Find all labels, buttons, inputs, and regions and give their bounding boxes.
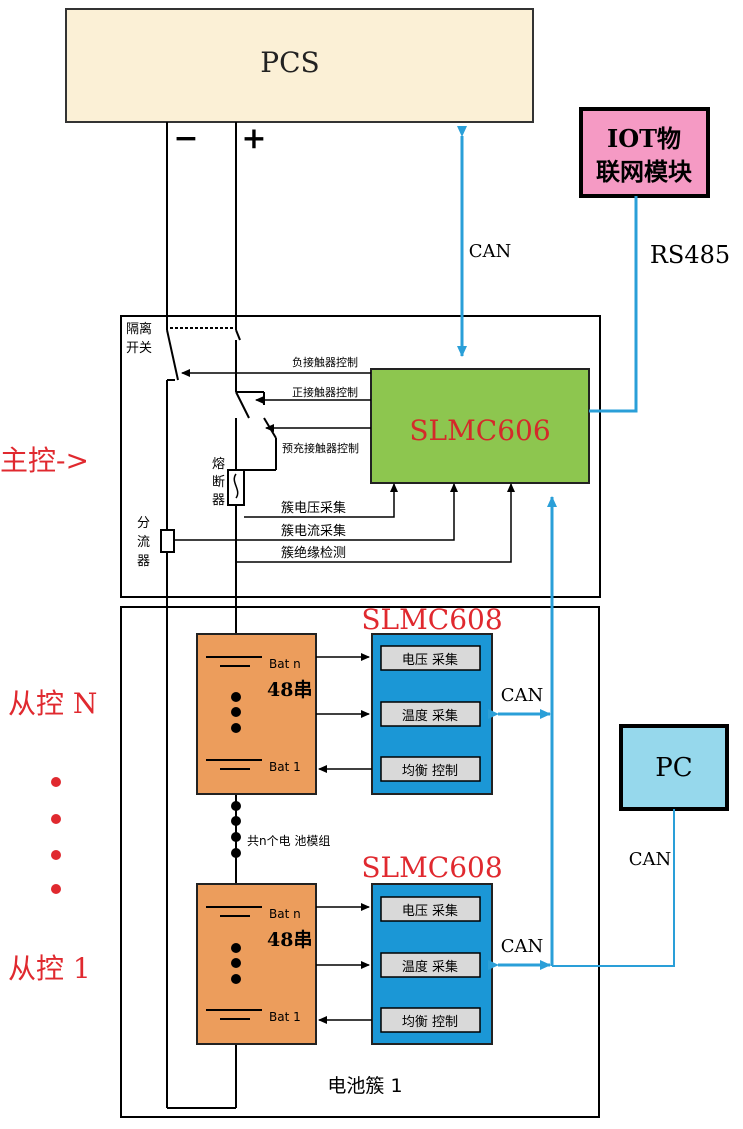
pcs-minus-terminal: − — [173, 121, 198, 156]
slave-n-cell-symbols — [206, 656, 262, 770]
pc-can-link — [552, 809, 675, 967]
pos-contactor-signal-label: 正接触器控制 — [292, 385, 358, 399]
modules-note: 共n个电 池模组 — [247, 834, 330, 848]
slave-n-temp-label: 温度 采集 — [402, 708, 458, 724]
slave-1-voltage-label: 电压 采集 — [402, 903, 458, 919]
contactor-control-lines — [181, 369, 371, 432]
pcs-plus-terminal: + — [241, 121, 266, 156]
slave-1-signal-arrows — [316, 903, 372, 1024]
pc-block: PC CAN — [552, 724, 729, 967]
slave-n-balance-label: 均衡 控制 — [402, 764, 458, 779]
master-control-box: 主控-> 隔离 开关 熔 断 器 分 流 器 — [0, 315, 601, 598]
slave-n-bat-bottom: Bat 1 — [269, 760, 301, 774]
voltage-sampling-label: 簇电压采集 — [281, 500, 346, 516]
slave-n-balance-block — [380, 756, 481, 782]
slave-1-can-label: CAN — [501, 936, 544, 957]
rs485-label: RS485 — [650, 241, 730, 269]
pcs-block: PCS − + — [65, 8, 534, 156]
slave-1-series: 48串 — [267, 929, 312, 951]
slave-1-dot-2 — [231, 958, 241, 968]
slave-1-dot-3 — [231, 974, 241, 984]
precharge-signal-label: 预充接触器控制 — [282, 441, 359, 455]
slave-n-voltage-label: 电压 采集 — [402, 652, 458, 668]
isolation-switch-label-1: 隔离 — [126, 321, 152, 337]
slave-1-controller-label: SLMC608 — [361, 851, 502, 884]
iot-label-line1: IOT物 — [607, 124, 681, 153]
pc-can-label: CAN — [629, 849, 672, 870]
pc-label: PC — [655, 753, 692, 783]
slave-1-side-label: 从控 1 — [8, 952, 91, 985]
slave-1-dot-1 — [231, 943, 241, 953]
insulation-detection-label: 簇绝缘检测 — [281, 545, 346, 561]
slave-1-temp-label: 温度 采集 — [402, 959, 458, 975]
pcs-label: PCS — [260, 46, 319, 79]
iot-module: IOT物 联网模块 RS485 — [579, 107, 730, 269]
slave-side-ellipsis — [51, 777, 61, 894]
shunt-label-1: 分 — [137, 516, 150, 531]
slave-n-series: 48串 — [267, 679, 312, 701]
slave-n-dot-1 — [231, 692, 241, 702]
module-ellipsis — [231, 801, 241, 858]
can-bus-pcs-master: CAN — [457, 126, 512, 357]
slave-1-battery-module — [196, 883, 317, 1045]
fuse-label-1: 熔 — [212, 457, 225, 472]
slave-1-voltage-block — [380, 896, 481, 922]
slave-n-can-label: CAN — [501, 685, 544, 706]
slave-n-bat-top: Bat n — [269, 657, 301, 671]
fuse-label-3: 器 — [212, 493, 225, 508]
cluster-label: 电池簇 1 — [327, 1075, 402, 1097]
fuse-label-2: 断 — [212, 475, 225, 490]
slmc606-label: SLMC606 — [409, 414, 550, 447]
master-side-label: 主控-> — [0, 444, 89, 477]
slave-n-group: 从控 N SLMC608 Bat n 48串 Bat 1 电压 采集 温度 采集… — [8, 603, 551, 795]
rs485-link — [589, 196, 638, 413]
slave-1-bat-top: Bat n — [269, 907, 301, 921]
slave-1-group: 从控 1 SLMC608 Bat n 48串 Bat 1 电压 采集 温度 采集… — [8, 851, 551, 1045]
slave-1-cell-symbols — [206, 906, 262, 1020]
shunt-label-3: 器 — [137, 554, 150, 569]
slmc606-controller — [370, 368, 590, 484]
sampling-lines — [174, 483, 515, 563]
slave-n-dot-3 — [231, 723, 241, 733]
isolation-switch — [166, 327, 241, 381]
slave-n-controller-label: SLMC608 — [361, 603, 502, 636]
slave-n-signal-arrows — [316, 653, 372, 773]
main-contactor — [235, 391, 277, 471]
slave-n-side-label: 从控 N — [8, 687, 97, 720]
slave-n-temp-block — [380, 701, 481, 727]
can-top-label: CAN — [469, 241, 512, 262]
shunt-label-2: 流 — [137, 535, 150, 550]
slave-1-bat-bottom: Bat 1 — [269, 1010, 301, 1024]
shunt-symbol — [160, 529, 175, 553]
neg-contactor-signal-label: 负接触器控制 — [292, 355, 358, 369]
slave-n-dot-2 — [231, 707, 241, 717]
fuse-symbol — [227, 469, 245, 506]
current-sampling-label: 簇电流采集 — [281, 523, 346, 539]
isolation-switch-label-2: 开关 — [126, 341, 152, 356]
slave-1-balance-label: 均衡 控制 — [402, 1015, 458, 1030]
slave-1-temp-block — [380, 952, 481, 978]
slave-n-voltage-block — [380, 645, 481, 671]
slave-1-balance-block — [380, 1007, 481, 1033]
iot-label-line2: 联网模块 — [596, 157, 692, 186]
battery-cluster-box: 电池簇 1 — [120, 606, 600, 1118]
